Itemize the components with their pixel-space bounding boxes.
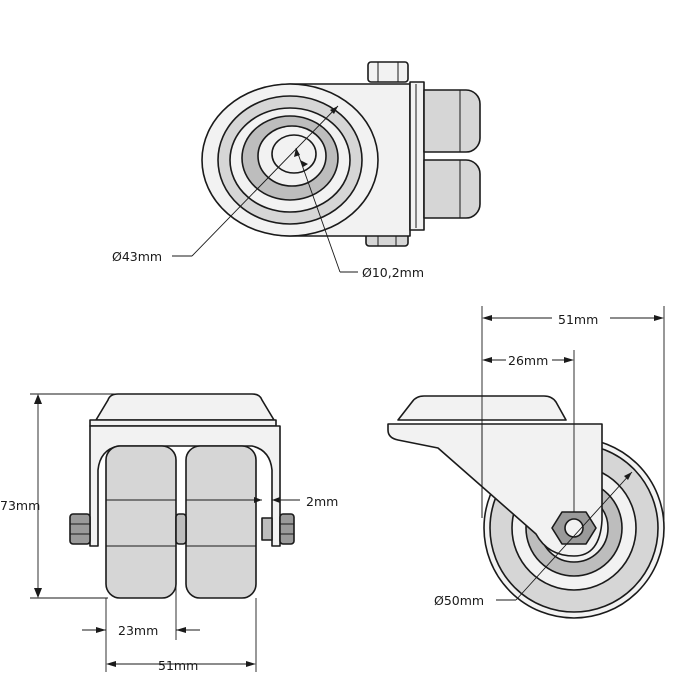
center-spacer [175, 513, 187, 545]
front-view: 73mm 2mm 23mm 51mm [0, 393, 338, 673]
washer-right [261, 517, 273, 541]
side-axle-bolt [564, 518, 584, 538]
fork-bar-right [409, 81, 425, 231]
top-view: Ø43mm Ø10,2mm [112, 61, 481, 280]
top-bore-diameter-label: Ø10,2mm [362, 265, 424, 280]
front-plate-base [89, 419, 277, 427]
front-top-plate [95, 393, 275, 421]
wheel-width-label: 23mm [118, 623, 158, 638]
front-total-width-label: 51mm [158, 658, 198, 673]
gap-label: 2mm [306, 494, 338, 509]
side-total-width-label: 51mm [558, 312, 598, 327]
side-offset-label: 26mm [508, 353, 548, 368]
top-bolt-head [367, 61, 409, 83]
front-wheel-right [185, 445, 257, 599]
front-wheel-left [105, 445, 177, 599]
front-fork [89, 425, 281, 547]
side-fork-arm [387, 423, 603, 557]
height-label: 73mm [0, 498, 40, 513]
side-view: 51mm 26mm Ø50mm [387, 306, 665, 619]
top-wheel-diameter-label: Ø43mm [112, 249, 162, 264]
axle-bolt-left [69, 513, 91, 545]
top-wheel-lower [423, 159, 481, 219]
top-wheel-upper [423, 89, 481, 153]
side-wheel-diameter-label: Ø50mm [434, 593, 484, 608]
axle-nut-right [279, 513, 295, 545]
